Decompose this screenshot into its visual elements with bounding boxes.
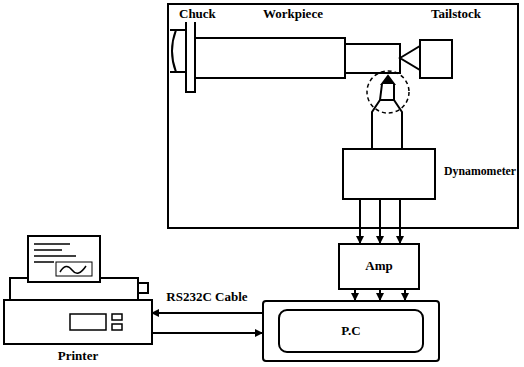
signal-line xyxy=(359,200,361,243)
signal-line xyxy=(399,200,401,243)
signal-line xyxy=(379,200,381,243)
signal-line xyxy=(152,332,262,334)
pc-monitor: P.C xyxy=(262,300,440,362)
node-label: Printer xyxy=(58,349,98,364)
spindle xyxy=(170,30,187,72)
workpiece-body xyxy=(195,38,345,78)
node-label: P.C xyxy=(341,324,360,339)
tailstock-body xyxy=(420,40,452,78)
workpiece-step xyxy=(345,44,400,73)
printer-body xyxy=(4,300,152,344)
printer-display xyxy=(70,314,106,330)
signal-line xyxy=(379,290,381,300)
paper-print xyxy=(34,244,76,262)
dynamometer-box: Dynamometer xyxy=(342,148,436,200)
amp-box: Amp xyxy=(338,243,420,290)
node-label: Dynamometer xyxy=(444,165,516,179)
detail-circle xyxy=(367,71,409,113)
paper-plot xyxy=(60,266,86,273)
signal-line xyxy=(152,312,262,314)
cable-label: RS232C Cable xyxy=(165,290,248,305)
node-label: Amp xyxy=(365,259,392,274)
printer: Printer xyxy=(4,236,152,364)
spindle-end xyxy=(172,30,176,72)
part-name: Chuck xyxy=(178,7,217,22)
part-name: Workpiece xyxy=(262,7,324,22)
part-name: Tailstock xyxy=(430,7,482,22)
machine-frame xyxy=(168,4,518,228)
printer-paper xyxy=(28,236,100,282)
chuck-plate xyxy=(186,16,195,92)
tool-holder xyxy=(372,100,402,148)
paper-plot-frame xyxy=(56,262,92,276)
tailstock-centre xyxy=(400,46,420,70)
tool-tip xyxy=(382,76,394,84)
printer-button xyxy=(112,324,122,330)
printer-button xyxy=(112,314,122,320)
signal-line xyxy=(404,290,406,300)
tool-insert xyxy=(380,84,394,100)
signal-line xyxy=(354,290,356,300)
printer-knob xyxy=(138,283,148,293)
